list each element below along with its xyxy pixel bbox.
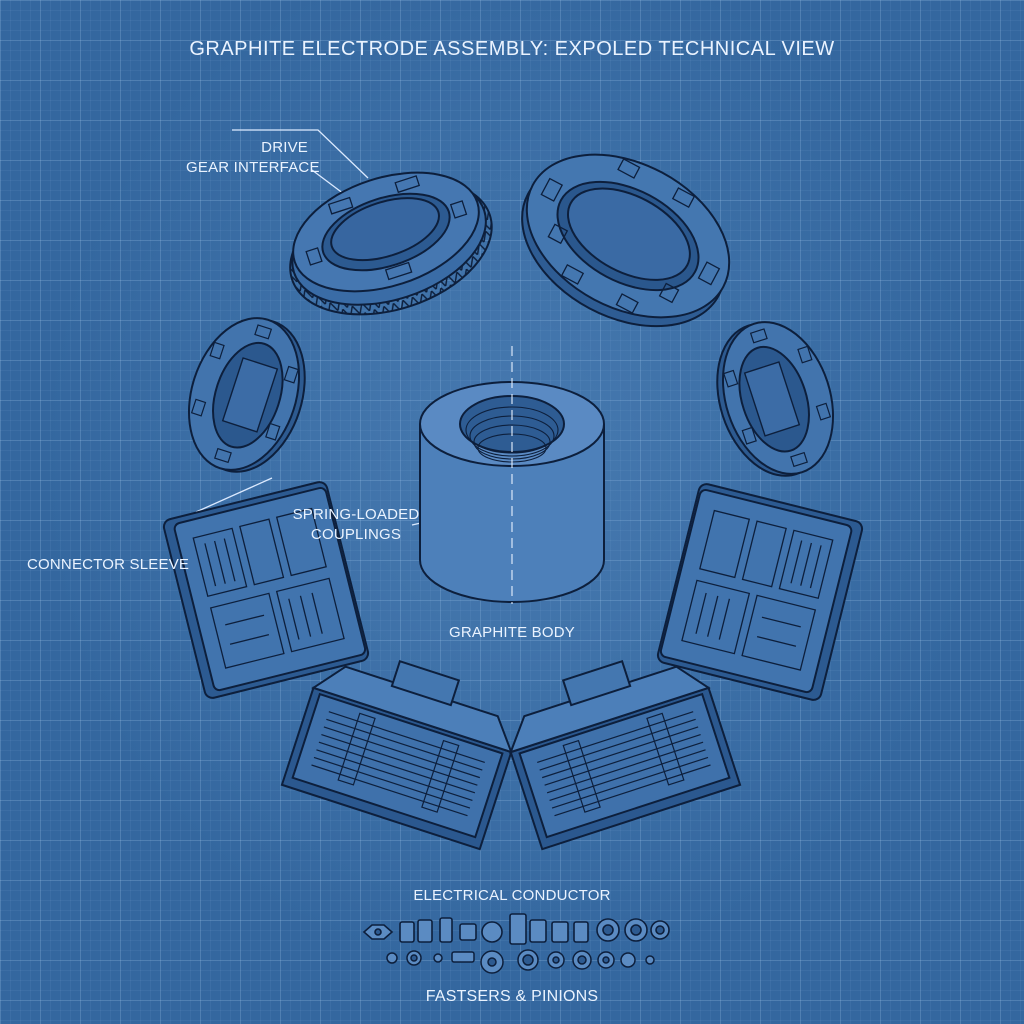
drive-label-line1: DRIVE	[261, 139, 308, 156]
left-connector-sleeve	[162, 481, 370, 699]
spring-label-line2: COUPLINGS	[310, 526, 402, 543]
drive-gear-interface-label: DRIVE GEAR INTERFACE	[186, 138, 320, 178]
leader-connector-sleeve	[195, 477, 273, 513]
diagram-title: GRAPHITE ELECTRODE ASSEMBLY: EXPOLED TEC…	[189, 38, 835, 60]
electrical-conductor-label: ELECTRICAL CONDUCTOR	[413, 887, 611, 904]
bearing-ring	[521, 153, 731, 328]
spring-couplings-label: SPRING-LOADED COUPLINGS	[282, 505, 430, 545]
fastener-parts-row-2	[386, 949, 655, 974]
graphite-body-label: GRAPHITE BODY	[449, 624, 575, 641]
graphite-body-cylinder	[419, 346, 605, 604]
connector-sleeve-label: CONNECTOR SLEEVE	[27, 556, 190, 573]
drive-label-line2: GEAR INTERFACE	[186, 159, 320, 176]
spring-label-line1: SPRING-LOADED	[292, 506, 420, 523]
bottom-right-spring-coupling	[509, 659, 742, 851]
fastener-parts-row-1	[362, 913, 670, 945]
right-connector-sleeve	[656, 483, 864, 701]
bottom-left-spring-coupling	[280, 659, 513, 851]
right-coupling-disc	[716, 321, 835, 477]
leader-drive-gear	[232, 129, 369, 179]
left-coupling-disc	[187, 317, 306, 473]
drive-gear	[289, 171, 493, 316]
fasteners-pinions-label: FASTSERS & PINIONS	[425, 988, 599, 1005]
